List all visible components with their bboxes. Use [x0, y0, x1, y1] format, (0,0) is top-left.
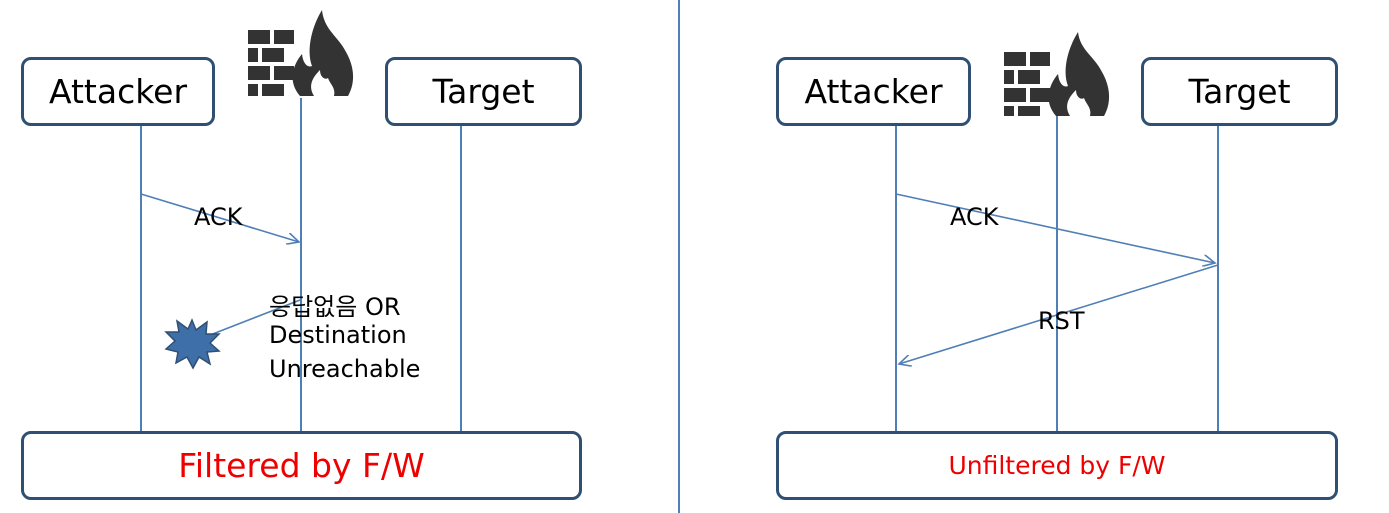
- right-result-banner: Unfiltered by F/W: [776, 431, 1338, 500]
- left-response-line-2: Destination: [269, 321, 407, 349]
- left-ack-label: ACK: [194, 203, 243, 231]
- left-response-line-1: 응답없음 OR: [269, 293, 401, 321]
- right-attacker-box: Attacker: [776, 57, 971, 126]
- left-response-line-3: Unreachable: [269, 355, 421, 383]
- right-result-label: Unfiltered by F/W: [948, 451, 1166, 480]
- right-ack-label: ACK: [950, 203, 999, 231]
- left-target-label: Target: [432, 72, 535, 111]
- right-attacker-label: Attacker: [804, 72, 943, 111]
- packet-drop-burst-icon: [164, 318, 221, 370]
- left-response-line: [204, 299, 301, 338]
- left-attacker-label: Attacker: [48, 72, 188, 111]
- left-attacker-box: Attacker: [21, 57, 215, 126]
- panel-divider: [678, 0, 680, 513]
- left-result-banner: Filtered by F/W: [21, 431, 582, 500]
- firewall-icon: [1004, 32, 1110, 116]
- left-ack-arrow: [140, 193, 299, 242]
- right-target-label: Target: [1188, 72, 1291, 111]
- left-target-box: Target: [385, 57, 582, 126]
- right-target-box: Target: [1141, 57, 1338, 126]
- left-result-label: Filtered by F/W: [178, 446, 425, 485]
- firewall-icon: [248, 10, 354, 96]
- right-ack-arrow: [895, 193, 1215, 263]
- right-rst-label: RST: [1038, 307, 1085, 335]
- right-rst-arrow: [899, 264, 1219, 364]
